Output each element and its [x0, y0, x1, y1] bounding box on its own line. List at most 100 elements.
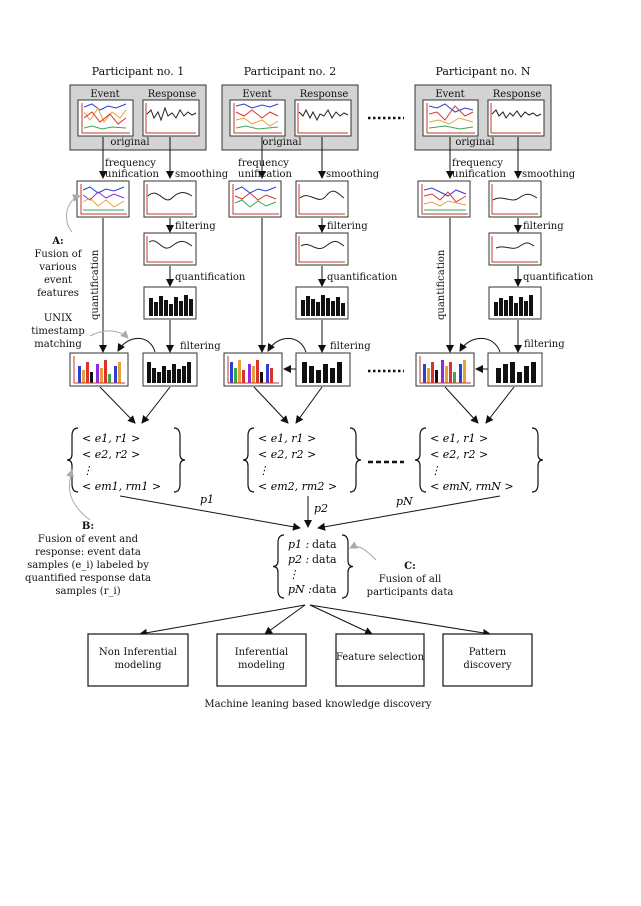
response-filtered-plot [143, 232, 197, 266]
set-row: < e2, r2 > [82, 448, 140, 461]
participant-set-2: < e1, r1 >< e2, r2 >⋮< em2, rm2 > [242, 427, 362, 493]
participant-n-title: Participant no. N [435, 65, 530, 78]
response-label-2: Response [300, 89, 349, 100]
annotation-b-line-4: quantified response data [25, 573, 151, 584]
frequency-label: frequency [105, 158, 156, 169]
event-label-3: Event [435, 89, 464, 100]
edge-label-p1: p1 [200, 493, 214, 506]
event-label: Event [90, 89, 119, 100]
unification-label-2: unification [238, 169, 293, 180]
annotation-c-title: C: [404, 561, 416, 572]
annotation-a-line-4: features [37, 288, 79, 299]
set-row: < emN, rmN > [430, 480, 514, 493]
participant-1-title: Participant no. 1 [92, 65, 184, 78]
smoothing-label: smoothing [175, 169, 229, 180]
edge-label-pn: pN [396, 495, 413, 508]
unification-label-3: unification [452, 169, 507, 180]
quantification-label-3: quantification [523, 272, 594, 283]
response-raw-plot-3 [487, 99, 545, 137]
participant-1-column: Participant no. 1 Event Response origina… [69, 65, 246, 424]
frequency-label-2: frequency [238, 158, 289, 169]
footer-caption: Machine leaning based knowledge discover… [204, 699, 432, 710]
output-box-label: discovery [463, 660, 512, 671]
output-box-frame [87, 633, 189, 687]
annotation-a-title: A: [51, 236, 63, 247]
output-box-label: modeling [114, 660, 162, 671]
quantification-vertical-label: quantification [90, 249, 101, 320]
output-box-label: modeling [238, 660, 286, 671]
response-smoothed-plot-3 [488, 180, 542, 218]
annotation-b-line-2: response: event data [35, 547, 141, 558]
filtering-label-4: filtering [330, 341, 371, 352]
annotation-a-line-2: various [38, 262, 76, 273]
response-smoothed-plot-2 [295, 180, 349, 218]
annotation-unix-line-1: UNIX [44, 313, 73, 324]
annotation-b: B: Fusion of event and response: event d… [25, 469, 151, 597]
output-boxes: Non Inferential modeling Inferential modeli… [87, 633, 533, 687]
right-brace [341, 534, 354, 599]
quantification-label: quantification [175, 272, 246, 283]
participant-set-1: < e1, r1 > < e2, r2 > ⋮ < em1, rm1 > [66, 427, 186, 493]
annotation-a-line-1: Fusion of [34, 249, 82, 260]
event-unified-plot-3 [417, 180, 471, 218]
annotation-b-line-5: samples (r_i) [55, 586, 120, 597]
event-unified-plot-2 [228, 180, 282, 218]
smoothing-label-3: smoothing [522, 169, 576, 180]
set-row: ⋮ [430, 464, 441, 477]
set-row: ⋮ [258, 464, 269, 477]
output-box-frame [442, 633, 533, 687]
output-box-frame [216, 633, 307, 687]
quantification-vertical-label-3: quantification [436, 249, 447, 320]
set-row: ⋮ [82, 464, 93, 477]
fusion-participant: p1 : [288, 538, 309, 551]
left-brace [242, 427, 255, 493]
set-row: < e2, r2 > [258, 448, 316, 461]
annotation-a: A: Fusion of various event features [34, 194, 83, 299]
output-box-label: Non Inferential [99, 647, 177, 658]
annotation-unix-line-2: timestamp [31, 326, 85, 337]
fusion-participant: p2 : [288, 553, 309, 566]
right-brace [349, 427, 362, 493]
right-brace [173, 427, 186, 493]
annotation-unix: UNIX timestamp matching [31, 313, 129, 350]
participant-set-3: < e1, r1 >< e2, r2 >⋮< emN, rmN > [414, 427, 544, 493]
event-unified-plot [76, 180, 130, 218]
annotation-b-line-3: samples (e_i) labeled by [27, 560, 149, 571]
set-row: < em1, rm1 > [82, 480, 161, 493]
response-raw-plot-2 [294, 99, 352, 137]
response-filtered-plot-2 [295, 232, 349, 266]
annotation-c-line-2: participants data [367, 587, 454, 598]
frequency-label-3: frequency [452, 158, 503, 169]
annotation-b-line-1: Fusion of event and [38, 534, 139, 545]
edge-label-p2: p2 [314, 502, 328, 515]
filtering-label-3: filtering [327, 221, 368, 232]
left-brace [414, 427, 427, 493]
original-label: original [110, 137, 149, 148]
filtering-label-6: filtering [524, 339, 565, 350]
unification-label: unification [105, 169, 160, 180]
fusion-participant: ⋮ [288, 568, 299, 581]
annotation-c-line-1: Fusion of all [379, 574, 442, 585]
left-brace [272, 534, 285, 599]
event-label-2: Event [242, 89, 271, 100]
quantification-label-2: quantification [327, 272, 398, 283]
set-row: < e1, r1 > [82, 432, 140, 445]
annotation-c: C: Fusion of all participants data [349, 541, 454, 598]
output-box-3: Feature selection [335, 633, 425, 687]
response-raw-plot [142, 99, 200, 137]
annotation-b-title: B: [82, 521, 94, 532]
filtering-label: filtering [175, 221, 216, 232]
participant-2-title: Participant no. 2 [244, 65, 336, 78]
response-label: Response [148, 89, 197, 100]
set-row: < e2, r2 > [430, 448, 488, 461]
fusion-data: data [312, 553, 337, 566]
fusion-participant: pN : [288, 583, 312, 596]
output-box-label: Inferential [235, 647, 289, 658]
fusion-data: data [312, 583, 337, 596]
right-brace [531, 427, 544, 493]
output-box-2: Inferential modeling [216, 633, 307, 687]
response-label-3: Response [493, 89, 542, 100]
event-raw-plot-3 [422, 99, 479, 137]
